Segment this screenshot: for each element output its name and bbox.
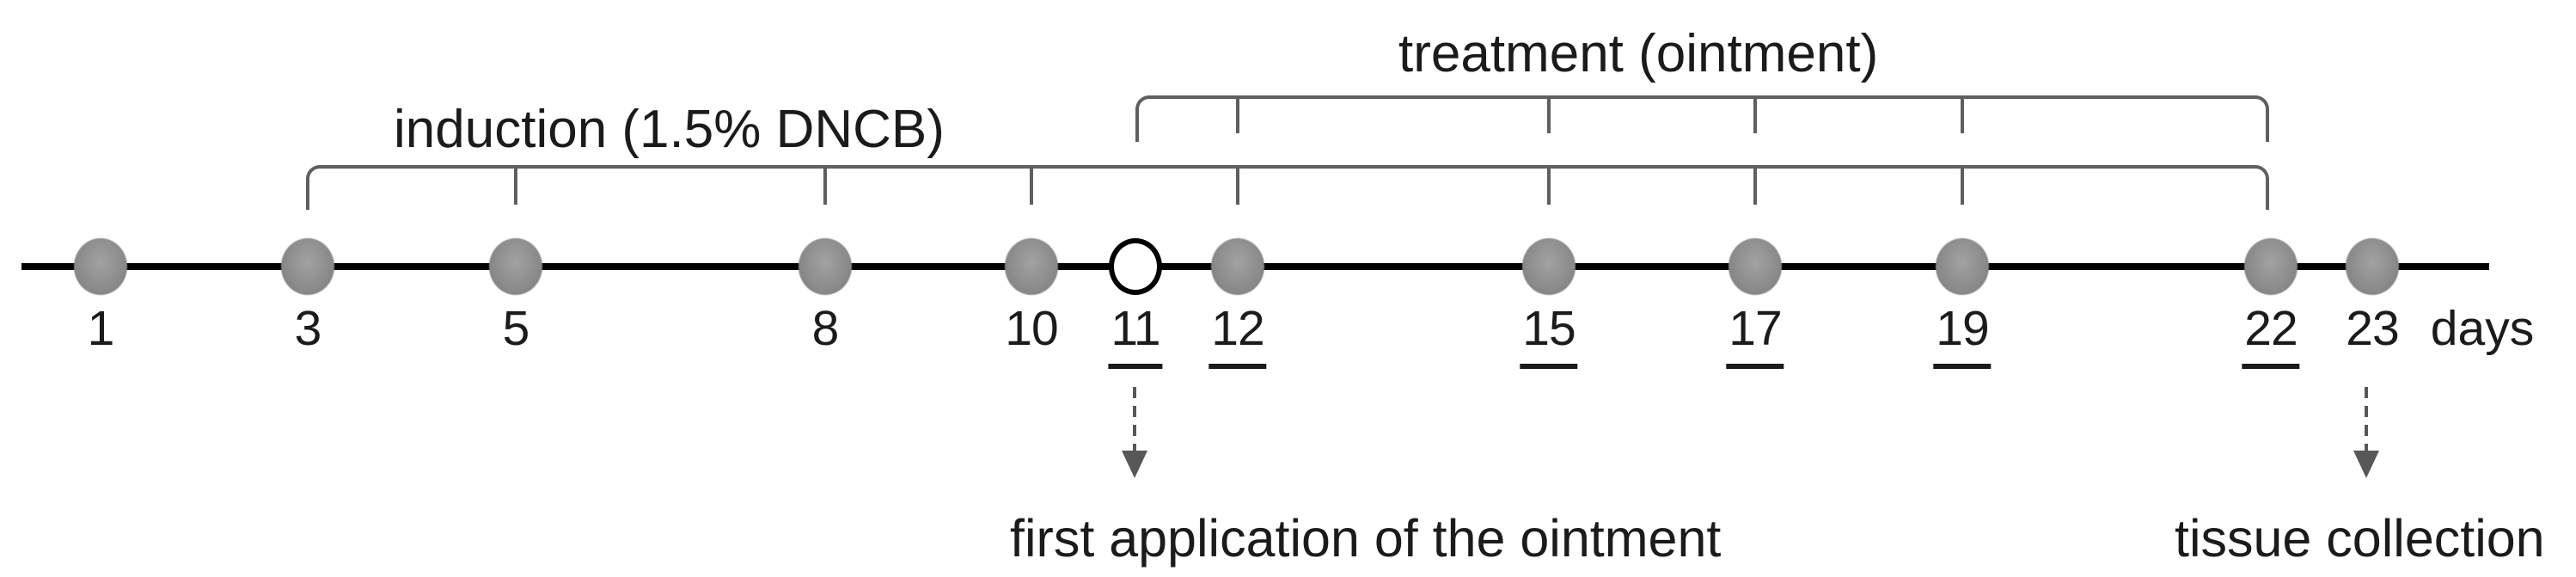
induction-tick — [823, 165, 827, 205]
day-number-label: 15 — [1520, 303, 1578, 369]
induction-tick — [1547, 165, 1551, 205]
treatment-tick — [1236, 95, 1239, 133]
timeline-dot — [798, 238, 852, 295]
treatment-bracket — [1135, 95, 2269, 142]
timeline-dot — [1109, 238, 1162, 295]
day-number-label: 23 — [2346, 301, 2399, 356]
day-number-label: 11 — [1108, 303, 1163, 369]
treatment-bracket-label: treatment (ointment) — [1398, 24, 1879, 83]
timeline-dot — [1211, 238, 1264, 295]
timeline-dot — [1522, 238, 1576, 295]
induction-tick — [1961, 165, 1964, 205]
dashed-arrow-line — [2365, 387, 2368, 452]
timeline-dot — [2244, 238, 2298, 295]
day-number-label: 17 — [1726, 303, 1784, 369]
day-number-label: 8 — [811, 301, 840, 356]
day-number-label: 22 — [2242, 303, 2300, 369]
timeline-dot — [489, 238, 542, 295]
induction-tick — [514, 165, 517, 205]
treatment-tick — [1547, 95, 1551, 133]
timeline-dot — [1729, 238, 1782, 295]
induction-tick — [1030, 165, 1033, 205]
treatment-tick — [1961, 95, 1964, 133]
day-number-label: 3 — [294, 301, 322, 356]
day-number-label: 5 — [502, 301, 530, 356]
arrow-down-icon — [2353, 451, 2379, 478]
arrow-down-icon — [1122, 451, 1147, 478]
timeline-dot — [74, 238, 127, 295]
first-application-label: first application of the ointment — [1010, 509, 1722, 568]
induction-tick — [1753, 165, 1757, 205]
dashed-arrow-line — [1133, 387, 1136, 452]
induction-bracket-label: induction (1.5% DNCB) — [394, 100, 945, 159]
tissue-collection-label: tissue collection — [2175, 509, 2545, 568]
day-number-label: 12 — [1208, 303, 1267, 369]
treatment-tick — [1753, 95, 1757, 133]
timeline-dot — [2346, 238, 2399, 295]
day-number-label: 19 — [1933, 303, 1992, 369]
timeline-dot — [1005, 238, 1058, 295]
induction-tick — [1236, 165, 1239, 205]
axis-unit-label: days — [2430, 301, 2535, 356]
day-number-label: 1 — [87, 301, 115, 356]
day-number-label: 10 — [1005, 301, 1058, 356]
timeline-dot — [1936, 238, 1989, 295]
induction-bracket — [306, 165, 2269, 210]
timeline-dot — [281, 238, 334, 295]
